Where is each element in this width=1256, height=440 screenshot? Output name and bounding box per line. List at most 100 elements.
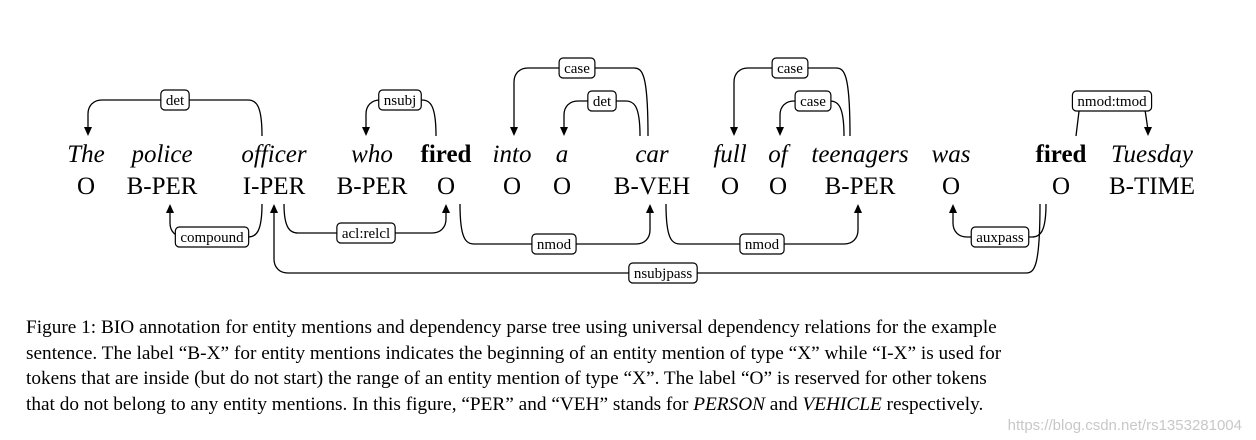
relation-label: nmod bbox=[531, 233, 577, 255]
arc-arrowhead bbox=[646, 204, 654, 213]
dependency-arc bbox=[563, 100, 641, 137]
relation-label-text: nmod bbox=[745, 237, 780, 253]
relation-label: auxpass bbox=[970, 226, 1030, 248]
arc-arrowhead bbox=[362, 127, 370, 136]
caption-italic-term: VEHICLE bbox=[802, 393, 882, 415]
token-word: officer bbox=[241, 141, 307, 168]
relation-label: case bbox=[771, 57, 809, 79]
token-word: into bbox=[493, 141, 532, 168]
relation-label-box bbox=[628, 262, 698, 284]
token-bio-tag: B-PER bbox=[337, 173, 408, 200]
relation-label-box bbox=[587, 90, 617, 112]
dependency-arc bbox=[87, 99, 263, 137]
relation-label-text: compound bbox=[180, 230, 244, 246]
relation-label-box bbox=[531, 233, 577, 255]
relation-label-text: det bbox=[166, 93, 185, 109]
relation-label-text: acl:relcl bbox=[342, 226, 390, 242]
token-word: teenagers bbox=[811, 141, 908, 168]
arc-arrowhead bbox=[270, 204, 278, 213]
relation-label-text: nsubj bbox=[384, 93, 417, 109]
caption-line: Figure 1: BIO annotation for entity ment… bbox=[26, 315, 1226, 341]
relation-label-box bbox=[739, 233, 785, 255]
token-word: police bbox=[129, 141, 192, 168]
relation-label: nsubjpass bbox=[628, 262, 698, 284]
relation-label-box bbox=[174, 226, 250, 248]
relation-label-text: auxpass bbox=[976, 230, 1024, 246]
token-word: full bbox=[713, 141, 746, 168]
watermark-text: https://blog.csdn.net/rs1353281004 bbox=[1007, 417, 1242, 434]
token-bio-tag: O bbox=[942, 173, 960, 200]
arc-arrowhead bbox=[776, 127, 784, 136]
relation-label-box bbox=[771, 57, 809, 79]
token-bio-tag: B-VEH bbox=[614, 173, 690, 200]
token-word: fired bbox=[1036, 141, 1087, 168]
dependency-arc bbox=[665, 203, 859, 245]
relation-label-box bbox=[336, 222, 396, 244]
dependency-arc bbox=[459, 203, 651, 245]
arc-arrowhead bbox=[84, 127, 92, 136]
relation-label: case bbox=[794, 90, 832, 112]
token-bio-tag: B-TIME bbox=[1109, 173, 1195, 200]
token-word: of bbox=[768, 141, 791, 168]
relation-label-text: nsubjpass bbox=[634, 266, 693, 282]
token-bio-tag: I-PER bbox=[243, 173, 306, 200]
relation-label-box bbox=[970, 226, 1030, 248]
relation-label-text: case bbox=[777, 61, 803, 77]
relation-label-text: case bbox=[800, 94, 826, 110]
token-word: fired bbox=[421, 141, 472, 168]
arc-arrowhead bbox=[1144, 127, 1152, 136]
relation-label-text: det bbox=[593, 94, 612, 110]
token-bio-tag: O bbox=[1052, 173, 1070, 200]
token-bio-tag: O bbox=[553, 173, 571, 200]
dependency-arc bbox=[952, 203, 1047, 238]
arc-arrowhead bbox=[510, 127, 518, 136]
token-bio-tag: B-PER bbox=[825, 173, 896, 200]
caption-text: respectively. bbox=[881, 393, 984, 415]
token-bio-tag: B-PER bbox=[127, 173, 198, 200]
arc-arrowhead bbox=[166, 204, 174, 213]
caption-text: that do not belong to any entity mention… bbox=[26, 393, 694, 415]
caption-text: and bbox=[764, 393, 803, 415]
relation-label-box bbox=[1071, 90, 1153, 112]
relation-label-box bbox=[378, 89, 422, 111]
caption-text: sentence. The label “B-X” for entity men… bbox=[26, 342, 1002, 364]
token-bio-tag: O bbox=[769, 173, 787, 200]
relation-label: nsubj bbox=[378, 89, 422, 111]
relation-label-box bbox=[794, 90, 832, 112]
caption-italic-term: PERSON bbox=[693, 393, 765, 415]
dependency-arc bbox=[779, 100, 845, 137]
dependency-parse-diagram: det nsubj case det case case nmod:tmod compound… bbox=[67, 57, 1195, 284]
relation-label-box bbox=[160, 89, 190, 111]
relation-label: case bbox=[558, 57, 596, 79]
relation-label-text: nmod bbox=[537, 237, 572, 253]
token-word: a bbox=[556, 141, 569, 168]
caption-text: Figure 1: BIO annotation for entity ment… bbox=[26, 317, 997, 338]
arc-arrowhead bbox=[730, 127, 738, 136]
token-word: Tuesday bbox=[1111, 141, 1194, 168]
relation-label: acl:relcl bbox=[336, 222, 396, 244]
arc-arrowhead bbox=[442, 204, 450, 213]
token-bio-tag: O bbox=[721, 173, 739, 200]
caption-line: that do not belong to any entity mention… bbox=[26, 392, 1226, 418]
dependency-arc bbox=[283, 203, 447, 234]
token-word: car bbox=[635, 141, 669, 168]
relation-label: nmod:tmod bbox=[1071, 90, 1153, 112]
dependency-labels: det nsubj case det case case nmod:tmod compound… bbox=[160, 57, 1153, 284]
token-word: The bbox=[67, 141, 105, 168]
caption-line: sentence. The label “B-X” for entity men… bbox=[26, 341, 1226, 367]
relation-label-text: nmod:tmod bbox=[1077, 94, 1147, 110]
relation-label: nmod bbox=[739, 233, 785, 255]
token-word: was bbox=[932, 141, 971, 168]
caption-text: tokens that are inside (but do not start… bbox=[26, 368, 987, 389]
relation-label: det bbox=[160, 89, 190, 111]
token-bio-tag: O bbox=[77, 173, 95, 200]
relation-label: compound bbox=[174, 226, 250, 248]
caption-line: tokens that are inside (but do not start… bbox=[26, 366, 1226, 392]
arc-arrowhead bbox=[949, 204, 957, 213]
relation-label-text: case bbox=[564, 61, 590, 77]
arc-arrowhead bbox=[560, 127, 568, 136]
token-bio-tag: O bbox=[437, 173, 455, 200]
token-word: who bbox=[351, 141, 393, 168]
